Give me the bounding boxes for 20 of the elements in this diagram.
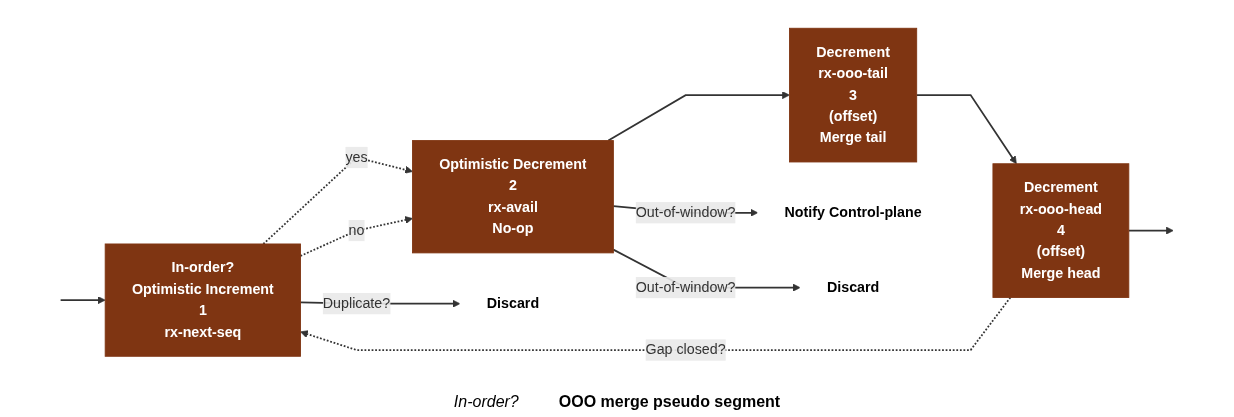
node-text: Discard bbox=[826, 279, 880, 295]
node-box: Decrement rx-ooo-head 4 (offset) Merge head bbox=[992, 163, 1130, 298]
edge-label: yes bbox=[345, 149, 368, 165]
arrow bbox=[299, 216, 413, 257]
edge-label: no bbox=[348, 222, 365, 238]
arrow bbox=[1127, 226, 1174, 235]
node-box: In-order? Optimistic Increment 1 rx-next-seq bbox=[104, 243, 301, 357]
node-text: Notify Control-plane bbox=[784, 204, 922, 220]
arrow bbox=[915, 94, 1017, 165]
node-box: Decrement rx-ooo-tail 3 (offset) Merge tail bbox=[789, 27, 918, 163]
note-text: In-order? bbox=[453, 393, 519, 411]
edge-label: Out-of-window? bbox=[635, 279, 736, 295]
edge-label: Duplicate? bbox=[322, 295, 391, 311]
node-text: Discard bbox=[486, 295, 540, 311]
node-box: Optimistic Decrement 2 rx-avail No-op bbox=[412, 140, 614, 254]
note-text: OOO merge pseudo segment bbox=[558, 393, 781, 411]
arrow bbox=[607, 91, 790, 142]
edge-label: Gap closed? bbox=[645, 342, 726, 358]
edge-label: Out-of-window? bbox=[635, 204, 736, 220]
arrow bbox=[59, 296, 106, 305]
